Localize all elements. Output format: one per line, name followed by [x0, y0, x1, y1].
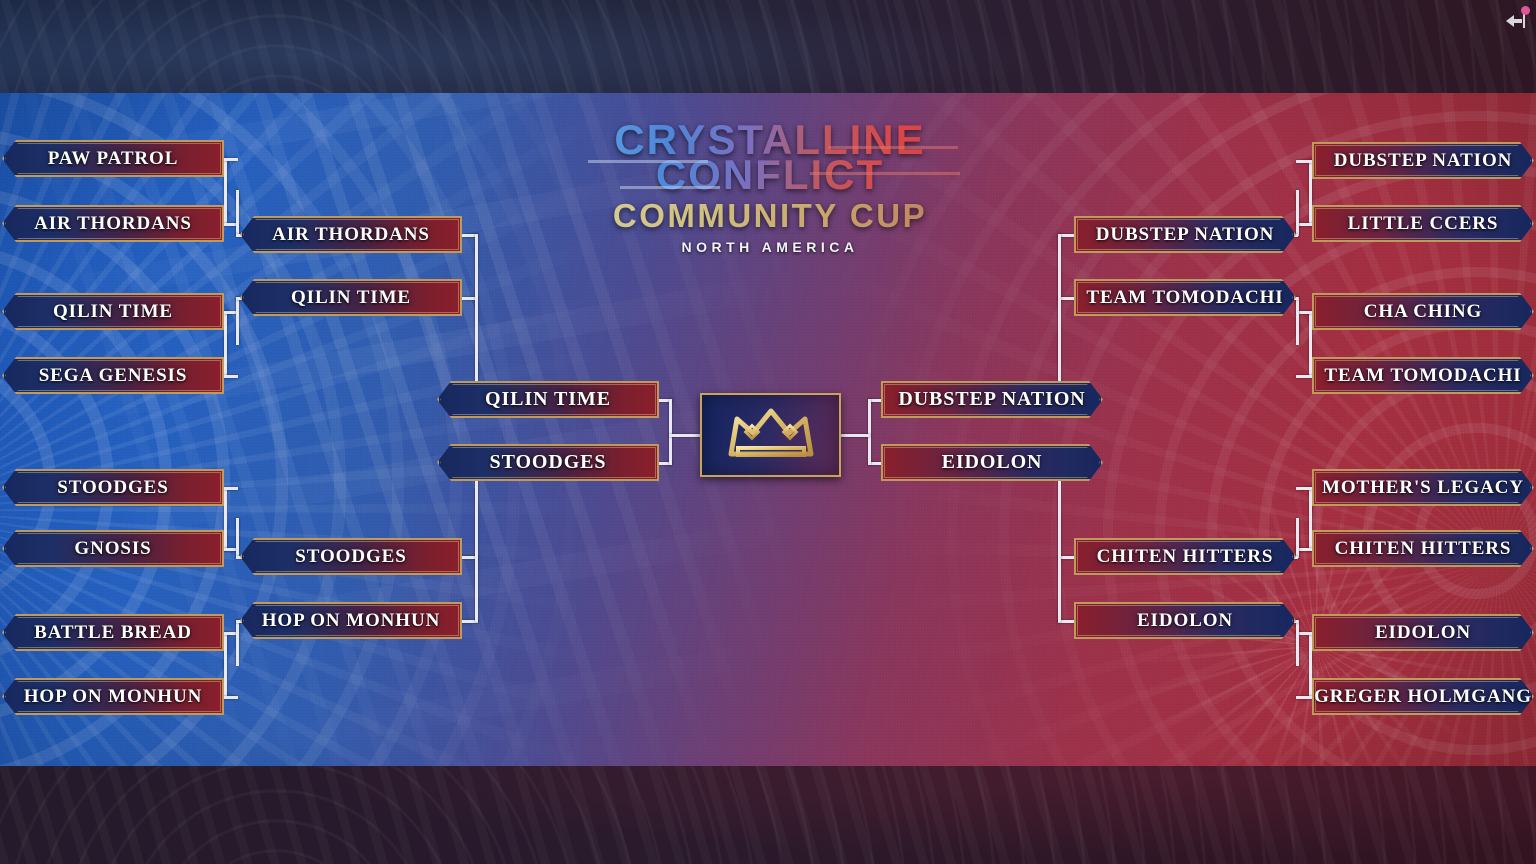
- logo-accent-line-right: [828, 146, 958, 149]
- bracket-team-right-r1-6[interactable]: CHITEN HITTERS: [1312, 530, 1534, 567]
- team-name: HOP ON MONHUN: [23, 685, 203, 707]
- bracket-team-left-r1-7[interactable]: BATTLE BREAD: [2, 614, 224, 651]
- team-name: QILIN TIME: [290, 286, 412, 308]
- logo-line-region: NORTH AMERICA: [681, 238, 859, 255]
- team-name: AIR THORDANS: [34, 212, 192, 234]
- team-name: DUBSTEP NATION: [898, 388, 1086, 410]
- team-name: STOODGES: [489, 451, 607, 473]
- bracket-team-right-r2-3[interactable]: CHITEN HITTERS: [1074, 538, 1296, 575]
- bracket-team-right-r1-8[interactable]: GREGER HOLMGANG: [1312, 678, 1534, 715]
- team-name: EIDOLON: [1374, 621, 1472, 643]
- letterbox-top: [0, 0, 1536, 93]
- bracket-team-left-r1-4[interactable]: SEGA GENESIS: [2, 357, 224, 394]
- bracket-team-right-r1-7[interactable]: EIDOLON: [1312, 614, 1534, 651]
- champion-crown-emblem: [700, 393, 841, 477]
- bracket-team-right-r3-2[interactable]: EIDOLON: [881, 444, 1103, 481]
- logo-accent-line-left-2: [620, 186, 720, 189]
- team-name: QILIN TIME: [485, 388, 611, 410]
- bracket-team-left-r1-2[interactable]: AIR THORDANS: [2, 205, 224, 242]
- letterbox-bottom: [0, 766, 1536, 864]
- bracket-team-left-r1-1[interactable]: PAW PATROL: [2, 140, 224, 177]
- bracket-team-left-r2-3[interactable]: STOODGES: [240, 538, 462, 575]
- bracket-team-left-r1-6[interactable]: GNOSIS: [2, 530, 224, 567]
- logo-line-community-cup: COMMUNITY CUP: [560, 197, 980, 235]
- bracket-team-left-r1-8[interactable]: HOP ON MONHUN: [2, 678, 224, 715]
- team-name: STOODGES: [57, 476, 169, 498]
- team-name: GNOSIS: [74, 537, 152, 559]
- team-name: TEAM TOMODACHI: [1324, 364, 1522, 386]
- bracket-team-right-r1-4[interactable]: TEAM TOMODACHI: [1312, 357, 1534, 394]
- bracket-team-left-r1-5[interactable]: STOODGES: [2, 469, 224, 506]
- bracket-team-right-r2-1[interactable]: DUBSTEP NATION: [1074, 216, 1296, 253]
- team-name: GREGER HOLMGANG: [1314, 685, 1532, 707]
- team-name: CHITEN HITTERS: [1334, 537, 1512, 559]
- team-name: LITTLE CCERS: [1347, 212, 1499, 234]
- back-arrow-cursor[interactable]: [1500, 6, 1530, 30]
- logo-accent-line-left: [588, 160, 708, 163]
- team-name: DUBSTEP NATION: [1333, 149, 1513, 171]
- team-name: BATTLE BREAD: [34, 621, 192, 643]
- bracket-team-right-r1-2[interactable]: LITTLE CCERS: [1312, 205, 1534, 242]
- team-name: TEAM TOMODACHI: [1086, 286, 1284, 308]
- bracket-team-right-r2-4[interactable]: EIDOLON: [1074, 602, 1296, 639]
- bracket-team-left-r1-3[interactable]: QILIN TIME: [2, 293, 224, 330]
- bracket-team-right-r1-1[interactable]: DUBSTEP NATION: [1312, 142, 1534, 179]
- notification-dot: [1521, 6, 1530, 15]
- bracket-team-left-r2-1[interactable]: AIR THORDANS: [240, 216, 462, 253]
- team-name: CHITEN HITTERS: [1096, 545, 1274, 567]
- team-name: DUBSTEP NATION: [1095, 223, 1275, 245]
- bracket-team-left-r3-1[interactable]: QILIN TIME: [437, 381, 659, 418]
- team-name: EIDOLON: [1136, 609, 1234, 631]
- bracket-team-right-r1-3[interactable]: CHA CHING: [1312, 293, 1534, 330]
- team-name: AIR THORDANS: [272, 223, 430, 245]
- crown-icon: [728, 408, 813, 457]
- tournament-logo: CRYSTALLINE CONFLICT COMMUNITY CUP NORTH…: [560, 118, 980, 255]
- team-name: QILIN TIME: [52, 300, 174, 322]
- team-name: STOODGES: [295, 545, 407, 567]
- bracket-team-left-r2-4[interactable]: HOP ON MONHUN: [240, 602, 462, 639]
- team-name: PAW PATROL: [47, 147, 179, 169]
- team-name: HOP ON MONHUN: [261, 609, 441, 631]
- team-name: EIDOLON: [941, 451, 1043, 473]
- team-name: MOTHER'S LEGACY: [1322, 476, 1524, 498]
- team-name: CHA CHING: [1363, 300, 1483, 322]
- team-name: SEGA GENESIS: [38, 364, 188, 386]
- bracket-team-right-r2-2[interactable]: TEAM TOMODACHI: [1074, 279, 1296, 316]
- logo-accent-line-right-2: [810, 172, 960, 175]
- bracket-team-right-r1-5[interactable]: MOTHER'S LEGACY: [1312, 469, 1534, 506]
- bracket-team-right-r3-1[interactable]: DUBSTEP NATION: [881, 381, 1103, 418]
- back-arrow-icon[interactable]: [1504, 12, 1526, 30]
- logo-line-crystalline: CRYSTALLINE: [560, 118, 980, 161]
- bracket-team-left-r2-2[interactable]: QILIN TIME: [240, 279, 462, 316]
- bracket-team-left-r3-2[interactable]: STOODGES: [437, 444, 659, 481]
